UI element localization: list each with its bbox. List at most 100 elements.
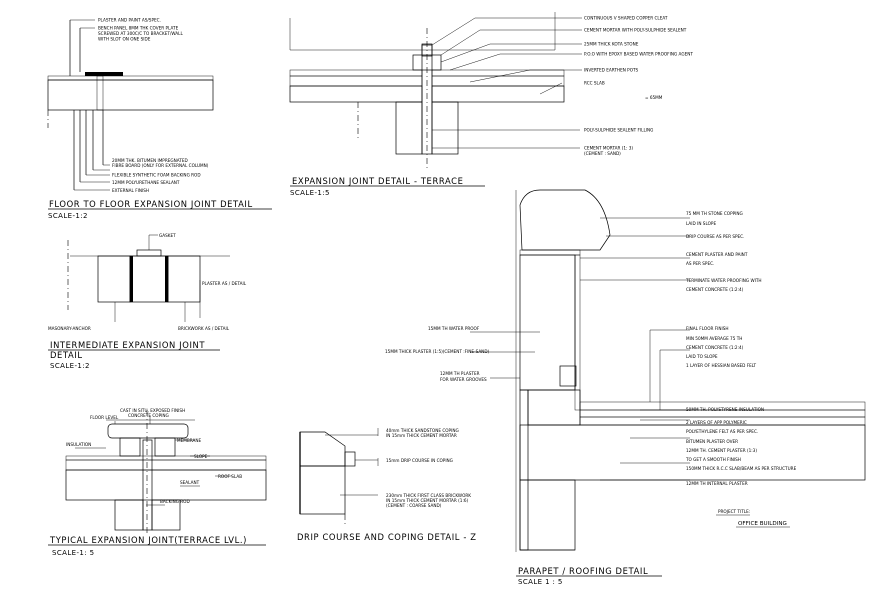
floor-finish <box>47 75 214 81</box>
rcc-slab-left <box>289 85 423 103</box>
note-mortar-15: IN 15mm THICK CEMENT MORTAR <box>386 433 457 438</box>
note-65mm: = 65MM <box>645 95 663 100</box>
note-brickwork: BRICKWORK AS / DETAIL <box>178 326 230 331</box>
note-min-50mm: MIN 50MM AVERAGE 75 TH <box>686 336 742 341</box>
wall-right <box>151 499 181 531</box>
membrane-layer <box>65 455 267 461</box>
note-15mm-plaster: 15MM THICK PLASTER (1:5)(CEMENT :FINE-SA… <box>385 349 490 354</box>
note-fibre: FIBRE BOARD (ONLY FOR EXTERNAL COLUMN) <box>112 163 209 168</box>
note-screwed: SCREWED AT 300C/C TO BRACKET/WALL <box>98 31 183 36</box>
note-insulation: INSULATION <box>66 442 91 447</box>
note-cement-concrete: CEMENT CONCRETE (1:2:4) <box>686 287 744 292</box>
note-final-finish: FINAL FLOOR FINISH <box>686 326 729 331</box>
concrete-coping <box>107 423 189 439</box>
note-concrete-124: CEMENT CONCRETE (1:2:4) <box>686 345 744 350</box>
coping-stone <box>299 431 346 467</box>
app-felt <box>579 416 866 426</box>
note-copper-cleat: CONTINUOUS V SHAPED COPPER CLEAT <box>584 16 668 21</box>
note-polyethylene: POLYETHYLENE FELT AS PER SPEC. <box>686 429 758 434</box>
insulation-layer <box>65 459 267 471</box>
note-polystyrene: 50MM TH. POLYSTYRENE INSULATION <box>686 407 764 412</box>
note-external: EXTERNAL FINISH <box>112 188 149 193</box>
brickwork-right <box>167 255 201 303</box>
detail-title-intermediate: INTERMEDIATE EXPANSION JOINT <box>50 340 205 350</box>
stone-coping <box>519 189 611 251</box>
joint-cavity <box>129 255 169 303</box>
note-cast-in-situ: CAST IN SITU, EXPOSED FINISH <box>120 408 185 413</box>
waterproof-upstand <box>574 254 581 411</box>
note-rcc-150: 150MM THICK R.C.C SLAB/BEAM AS PER STRUC… <box>686 466 797 471</box>
note-smooth-finish: TO GET A SMOOTH FINISH <box>685 457 741 462</box>
note-waterproofing: P.O.O WITH EPOXY BASED WATER PROOFING AG… <box>584 52 693 57</box>
typical-terrace-detail: CAST IN SITU, EXPOSED FINISH CONCRETE CO… <box>48 408 267 557</box>
note-drip-course: DRIP COURSE AS PER SPEC. <box>686 234 744 239</box>
intermediate-detail: GASKET PLASTER AS / DETAIL MASONARY-ANCH… <box>48 233 247 370</box>
note-mortar-16: IN 15mm THICK CEMENT MORTAR (1:6) <box>386 498 469 503</box>
note-brickwork-230: 230mm THICK FIRST CLASS BRICKWORK <box>386 493 471 498</box>
note-backing-rod: BACKING ROD <box>160 499 190 504</box>
detail-scale-terrace: SCALE-1:5 <box>290 189 330 197</box>
note-cement-plaster: CEMENT PLASTER AND PAINT <box>686 252 748 257</box>
note-plaster: PLASTER AND PAINT AS/SPEC. <box>98 18 161 23</box>
detail-title-floor: FLOOR TO FLOOR EXPANSION JOINT DETAIL <box>49 199 253 209</box>
note-slope: SLOPE <box>194 454 208 459</box>
wall-left <box>114 499 144 531</box>
detail-title-intermediate-2: DETAIL <box>50 350 83 360</box>
anchor-right <box>165 256 168 302</box>
note-sealant: 12MM POLYURETHANE SEALANT <box>112 180 180 185</box>
earthen-pots-right <box>431 75 565 87</box>
note-masonry-anchor: MASONARY-ANCHOR <box>48 326 91 331</box>
floor-to-floor-detail: PLASTER AND PAINT AS/SPEC. BENCH PANEL 8… <box>47 18 272 220</box>
drip-course <box>344 451 356 467</box>
note-bitumen-plaster: BITUMEN PLASTER OVER <box>686 439 738 444</box>
project-name: OFFICE BUILDING <box>738 521 787 527</box>
brickwork-left <box>97 255 131 303</box>
cover-plate <box>85 72 123 76</box>
detail-scale-parapet: SCALE 1 : 5 <box>518 578 563 586</box>
note-12mm-th-plaster: 12MM TH PLASTER <box>440 371 480 376</box>
note-slot: WITH SLOT ON ONE SIDE <box>98 37 151 42</box>
rcc-slab-right <box>431 85 565 103</box>
note-hessian-felt: 1 LAYER OF HESSIAN BASED FELT <box>686 363 757 368</box>
note-sandstone: 40mm THICK SANDSTONE COPING <box>386 428 459 433</box>
note-plaster-detail: PLASTER AS / DETAIL <box>202 281 247 286</box>
note-concrete-coping: CONCRETE COPING <box>128 413 169 418</box>
floor-slab <box>47 79 214 111</box>
note-drip: 15mm DRIP COURSE IN COPING <box>386 458 453 463</box>
detail-title-parapet: PARAPET / ROOFING DETAIL <box>518 566 648 576</box>
note-stone-coping: 75 MM TH STONE COPPING <box>686 211 743 216</box>
beam-right <box>431 101 459 155</box>
note-foam-rod: FLEXIBLE SYNTHETIC FOAM BACKING ROD <box>112 173 201 178</box>
gasket <box>136 249 162 257</box>
note-as-per-spec: AS PER SPEC. <box>686 261 714 266</box>
note-bench-panel: BENCH PANEL 8MM THK COVER PLATE <box>98 26 179 31</box>
project-title-label: PROJECT TITLE: <box>718 509 750 514</box>
note-water-grooves: FOR WATER GROOVES <box>440 377 487 382</box>
note-gasket: GASKET <box>159 233 176 238</box>
note-sealant-2: SEALANT <box>180 480 200 485</box>
note-mortar-mix: CEMENT MORTAR (1: 3) <box>584 146 633 151</box>
detail-title-terrace: EXPANSION JOINT DETAIL - TERRACE <box>292 176 463 186</box>
note-laid-slope: LAID IN SLOPE <box>686 221 716 226</box>
brick-wall <box>299 465 346 515</box>
note-app-layers: 2 LAYERS OF APP POLYMERIC <box>686 420 747 425</box>
note-laid-to-slope: LAID TO SLOPE <box>686 354 718 359</box>
anchor-left <box>130 256 133 302</box>
note-kota-stone: 25MM THICK KOTA STONE <box>584 42 639 47</box>
detail-scale-floor: SCALE-1:2 <box>48 212 88 220</box>
parapet-detail: 75 MM TH STONE COPPING LAID IN SLOPE DRI… <box>385 189 866 586</box>
detail-scale-typical: SCALE-1: 5 <box>52 549 94 557</box>
note-earthen-pots: INVERTED EARTHEN POTS <box>584 68 639 73</box>
filler <box>142 439 153 531</box>
kota-stone-right <box>431 69 565 77</box>
parapet-wall <box>519 254 576 391</box>
kota-stone-left <box>289 69 423 77</box>
terrace-expansion-detail: CONTINUOUS V SHAPED COPPER CLEAT CEMENT … <box>289 12 693 197</box>
title-block: PROJECT TITLE: OFFICE BUILDING <box>716 509 790 528</box>
note-membrane: MEMBRANE <box>177 438 201 443</box>
note-coarse-sand: (CEMENT : COARSE SAND) <box>386 503 442 508</box>
note-cement-mortar: CEMENT MORTAR WITH POLY-SULPHIDE SEALENT <box>584 28 687 33</box>
note-polysulphide: POLY-SULPHIDE SEALENT FILLING <box>584 128 653 133</box>
note-cement-sand: (CEMENT : SAND) <box>584 151 621 156</box>
